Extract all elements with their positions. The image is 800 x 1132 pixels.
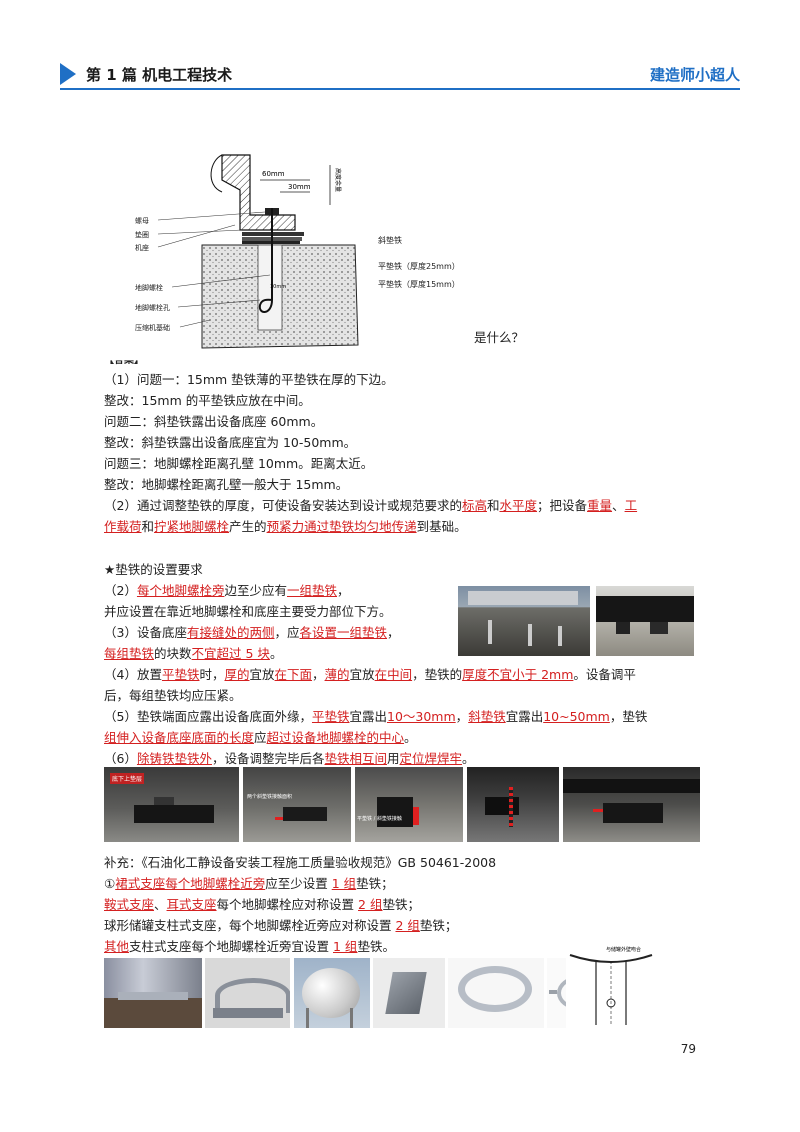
support-drawing-svg: 与储罐外壁吻合	[569, 946, 653, 1025]
ear-support-photo	[373, 958, 445, 1028]
answer-heading: 【答案】	[104, 355, 144, 366]
strip-label-2: 两个斜垫铁接触面积	[247, 794, 293, 800]
supplement-line-4: 其他支柱式支座每个地脚螺栓近旁宜设置 1 组垫铁。	[104, 939, 395, 954]
answer-line-4: 整改：斜垫铁露出设备底座宜为 10-50mm。	[104, 435, 357, 450]
chapter-marker-icon	[60, 63, 76, 85]
paragraph-2-line-1: （2）通过调整垫铁的厚度，可使设备安装达到设计或规范要求的标高和水平度；把设备重…	[104, 498, 638, 513]
label-washer: 垫圈	[135, 230, 149, 239]
skirt-support-photo	[104, 958, 202, 1028]
answer-line-5: 问题三：地脚螺栓距离孔壁 10mm。距离太近。	[104, 456, 374, 471]
brand-name: 建造师小超人	[649, 66, 740, 84]
label-base: 机座	[135, 243, 149, 252]
label-nut: 螺母	[135, 216, 149, 225]
rule-4-line-2: 后，每组垫铁均应压紧。	[104, 688, 242, 703]
dim-side: 高度余量	[334, 168, 342, 192]
spherical-tank-photo	[294, 958, 370, 1028]
rule-4-line-1: （4）放置平垫铁时，厚的宜放在下面，薄的宜放在中间，垫铁的厚度不宜小于 2mm。…	[104, 667, 636, 682]
saddle-support-photo	[205, 958, 290, 1028]
rule-3-line-2: 每组垫铁的块数不宜超过 5 块。	[104, 646, 283, 661]
strip-label-1: 底下上垫层	[110, 773, 145, 784]
diagram-svg: 60mm 30mm 10mm 高度余量 螺母 垫圈 机座 地脚螺栓 地脚螺栓孔 …	[135, 154, 359, 349]
answer-line-3: 问题二：斜垫铁露出设备底座 60mm。	[104, 414, 324, 429]
supplement-line-1: ①裙式支座每个地脚螺栓近旁应至少设置 1 组垫铁；	[104, 876, 394, 891]
dim-10: 10mm	[270, 284, 286, 290]
supplement-line-3: 球形储罐支柱式支座，每个地脚螺栓近旁应对称设置 2 组垫铁；	[104, 918, 458, 933]
strip-label-3: 平垫铁 / 斜垫铁接触	[357, 816, 402, 822]
support-section-drawing: 与储罐外壁吻合	[566, 943, 656, 1028]
chapter-title: 第 1 篇 机电工程技术	[86, 66, 233, 84]
strip-photo-2: 两个斜垫铁接触面积	[243, 767, 351, 842]
label-flat-shim-15: 平垫铁（厚度15mm）	[378, 280, 460, 289]
question-tail: 是什么？	[474, 330, 525, 345]
rule-2-line-1: （2）每个地脚螺栓旁边至少应有一组垫铁，	[104, 583, 350, 598]
label-flat-shim-25: 平垫铁（厚度25mm）	[378, 262, 460, 271]
shim-site-photo-1	[458, 586, 590, 656]
shim-installation-diagram: 60mm 30mm 10mm 高度余量 螺母 垫圈 机座 地脚螺栓 地脚螺栓孔 …	[130, 150, 360, 355]
label-foundation: 压缩机基础	[135, 323, 170, 332]
page-header: 第 1 篇 机电工程技术 建造师小超人	[60, 60, 740, 90]
strip-photo-3: 平垫铁 / 斜垫铁接触	[355, 767, 463, 842]
rule-6-line-1: （6）除铸铁垫铁外，设备调整完毕后各垫铁相互间用定位焊焊牢。	[104, 751, 475, 766]
section-title: ★垫铁的设置要求	[104, 562, 203, 577]
answer-line-1: （1）问题一：15mm 垫铁薄的平垫铁在厚的下边。	[104, 372, 394, 387]
supplement-title: 补充：《石油化工静设备安装工程施工质量验收规范》GB 50461-2008	[104, 855, 497, 870]
rule-5-line-2: 组伸入设备底座底面的长度应超过设备地脚螺栓的中心。	[104, 730, 417, 745]
dim-60: 60mm	[262, 170, 285, 178]
strip-photo-4	[467, 767, 559, 842]
drawing-tag: 与储罐外壁吻合	[606, 946, 641, 953]
answer-line-2: 整改：15mm 的平垫铁应放在中间。	[104, 393, 311, 408]
dim-30: 30mm	[288, 183, 311, 191]
paragraph-2-line-2: 作载荷和拧紧地脚螺栓产生的预紧力通过垫铁均匀地传递到基础。	[104, 519, 467, 534]
answer-line-6: 整改：地脚螺栓距离孔壁一般大于 15mm。	[104, 477, 349, 492]
shim-site-photo-2	[596, 586, 694, 656]
strip-photo-1: 底下上垫层	[104, 767, 239, 842]
ring-support-photo	[448, 958, 544, 1028]
label-wedge-shim: 斜垫铁	[378, 236, 402, 245]
label-bolt-hole: 地脚螺栓孔	[135, 303, 170, 312]
rule-5-line-1: （5）垫铁端面应露出设备底面外缘，平垫铁宜露出10～30mm，斜垫铁宜露出10~…	[104, 709, 648, 724]
rule-2-line-2: 并应设置在靠近地脚螺栓和底座主要受力部位下方。	[104, 604, 392, 619]
strip-photo-5	[563, 767, 700, 842]
page-number: 79	[680, 1042, 696, 1056]
rule-3-line-1: （3）设备底座有接缝处的两侧，应各设置一组垫铁，	[104, 625, 400, 640]
supplement-line-2: 鞍式支座、耳式支座每个地脚螺栓应对称设置 2 组垫铁；	[104, 897, 420, 912]
header-rule	[60, 88, 740, 90]
label-anchor-bolt: 地脚螺栓	[135, 283, 163, 292]
